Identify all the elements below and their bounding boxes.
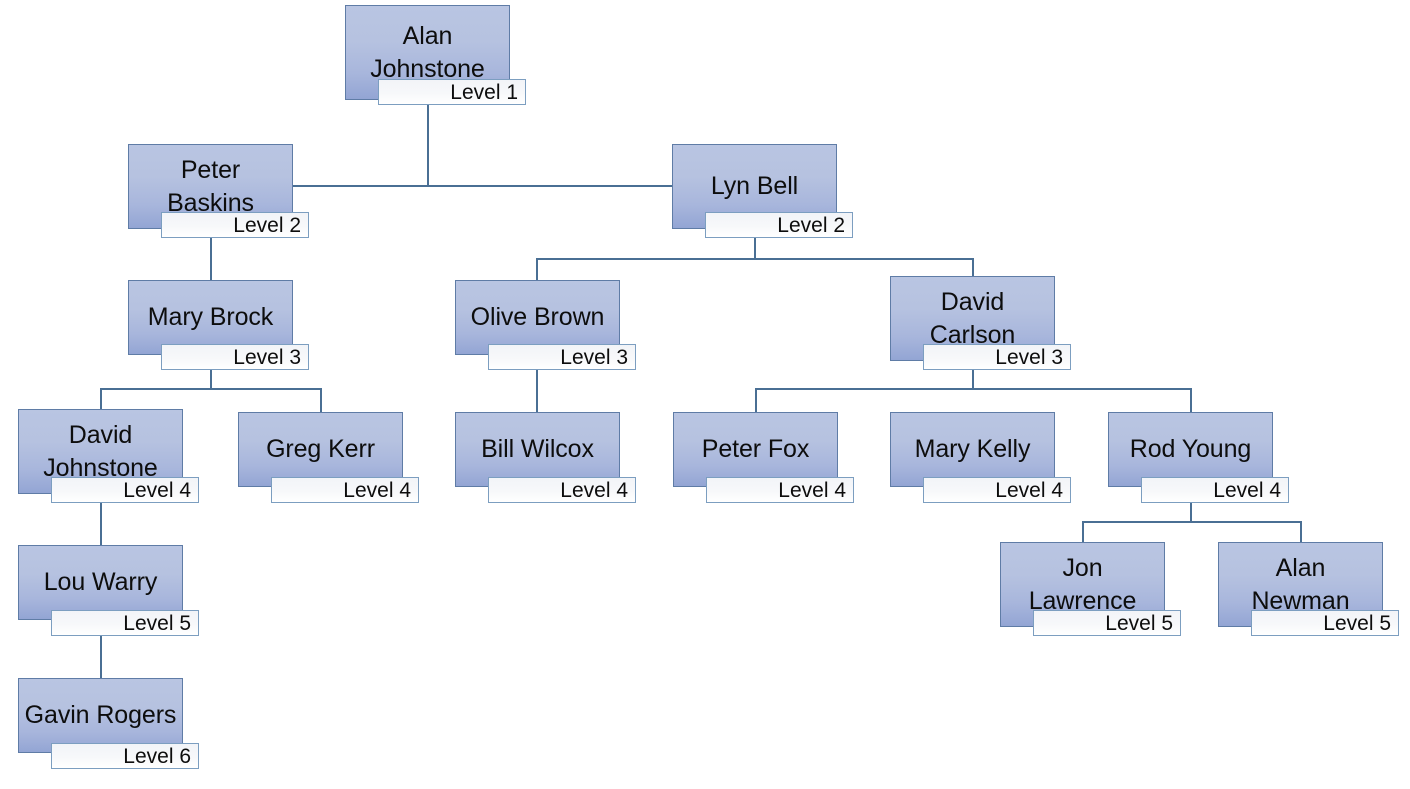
- connector-line: [210, 370, 212, 390]
- node-level-label-bill-wilcox: Level 4: [488, 477, 636, 503]
- node-level-label-alan-newman: Level 5: [1251, 610, 1399, 636]
- connector-line: [536, 370, 538, 412]
- connector-line: [100, 636, 102, 678]
- connector-line: [536, 258, 974, 260]
- node-name-mary-brock: Mary Brock: [147, 303, 274, 331]
- node-box-gavin-rogers[interactable]: Gavin Rogers: [18, 678, 183, 753]
- node-name-lou-warry: Lou Warry: [43, 568, 158, 596]
- node-level-label-gavin-rogers: Level 6: [51, 743, 199, 769]
- connector-line: [320, 388, 322, 412]
- connector-line: [1082, 521, 1084, 542]
- node-box-bill-wilcox[interactable]: Bill Wilcox: [455, 412, 620, 487]
- connector-line: [100, 503, 102, 545]
- connector-line: [972, 370, 974, 390]
- connector-line: [1190, 503, 1192, 523]
- node-name-bill-wilcox: Bill Wilcox: [481, 435, 594, 463]
- node-level-label-jon-lawrence: Level 5: [1033, 610, 1181, 636]
- node-name-olive-brown: Olive Brown: [470, 303, 605, 331]
- connector-line: [1190, 388, 1192, 412]
- connector-line: [536, 258, 538, 280]
- node-name-rod-young: Rod Young: [1129, 435, 1252, 463]
- connector-line: [754, 238, 756, 260]
- node-level-label-mary-kelly: Level 4: [923, 477, 1071, 503]
- node-level-label-lou-warry: Level 5: [51, 610, 199, 636]
- connector-line: [1082, 521, 1301, 523]
- node-level-label-rod-young: Level 4: [1141, 477, 1289, 503]
- connector-line: [427, 100, 429, 185]
- node-level-label-mary-brock: Level 3: [161, 344, 309, 370]
- node-box-olive-brown[interactable]: Olive Brown: [455, 280, 620, 355]
- node-box-peter-fox[interactable]: Peter Fox: [673, 412, 838, 487]
- node-box-mary-kelly[interactable]: Mary Kelly: [890, 412, 1055, 487]
- node-level-label-greg-kerr: Level 4: [271, 477, 419, 503]
- connector-line: [1300, 521, 1302, 542]
- connector-line: [100, 388, 321, 390]
- node-level-label-peter-fox: Level 4: [706, 477, 854, 503]
- node-box-rod-young[interactable]: Rod Young: [1108, 412, 1273, 487]
- connector-line: [293, 185, 672, 187]
- connector-line: [210, 238, 212, 280]
- node-level-label-lyn-bell: Level 2: [705, 212, 853, 238]
- connector-line: [100, 388, 102, 409]
- node-box-greg-kerr[interactable]: Greg Kerr: [238, 412, 403, 487]
- node-box-lou-warry[interactable]: Lou Warry: [18, 545, 183, 620]
- node-name-gavin-rogers: Gavin Rogers: [24, 701, 177, 729]
- node-name-mary-kelly: Mary Kelly: [914, 435, 1031, 463]
- node-box-mary-brock[interactable]: Mary Brock: [128, 280, 293, 355]
- node-level-label-peter-baskins: Level 2: [161, 212, 309, 238]
- node-name-peter-fox: Peter Fox: [701, 435, 810, 463]
- connector-line: [972, 258, 974, 276]
- node-level-label-alan-johnstone: Level 1: [378, 79, 526, 105]
- connector-line: [755, 388, 1191, 390]
- node-level-label-david-johnstone: Level 4: [51, 477, 199, 503]
- connector-line: [755, 388, 757, 412]
- node-name-greg-kerr: Greg Kerr: [266, 435, 375, 463]
- node-name-lyn-bell: Lyn Bell: [710, 172, 799, 200]
- node-level-label-olive-brown: Level 3: [488, 344, 636, 370]
- node-level-label-david-carlson: Level 3: [923, 344, 1071, 370]
